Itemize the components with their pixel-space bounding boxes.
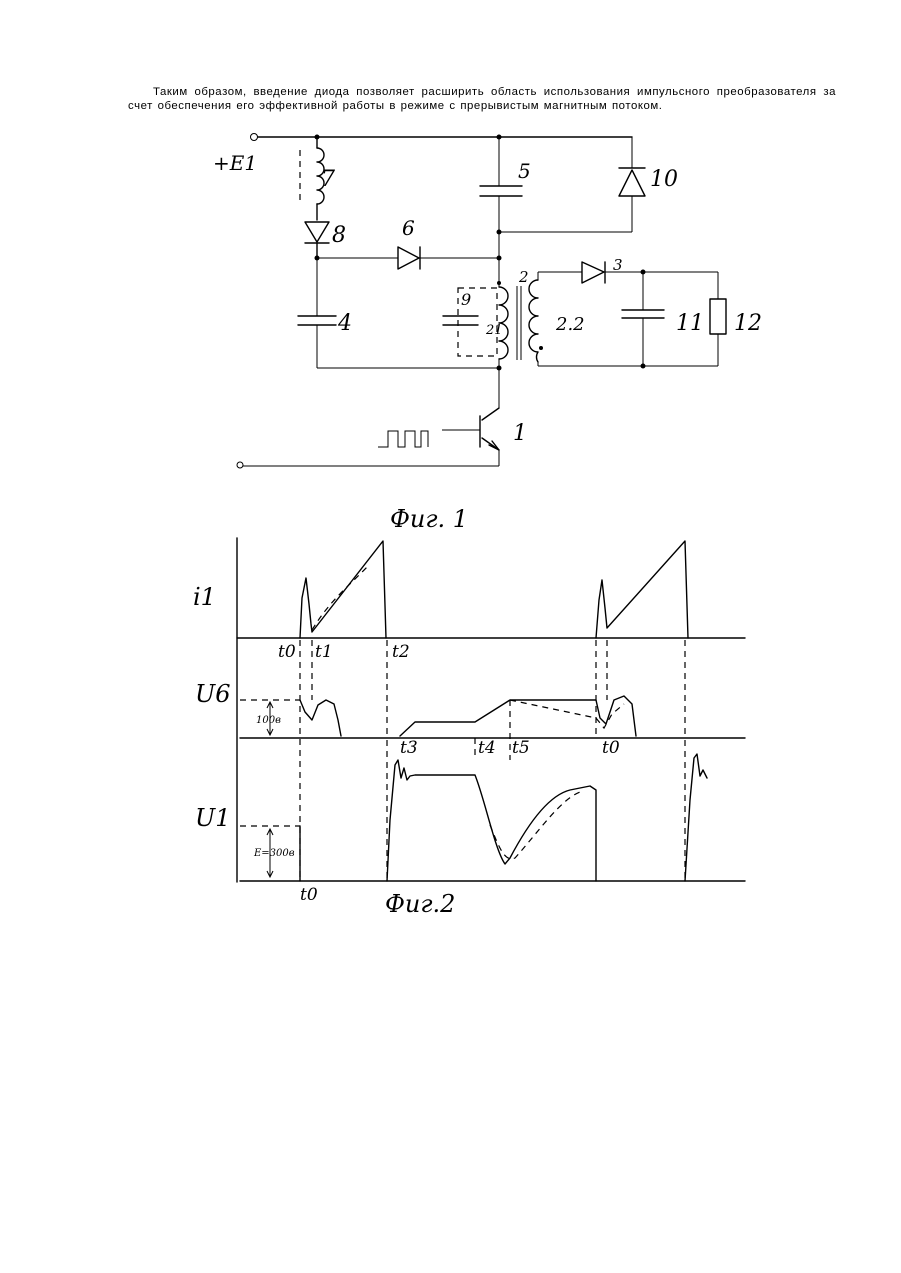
terminal-minus [237,462,243,468]
label-1: 1 [513,421,527,446]
label-12: 12 [734,311,762,336]
i1-waveform-2 [596,541,688,638]
axis-label-u6: U6 [195,680,231,708]
tick-t4: t4 [478,738,496,758]
tick-t3: t3 [400,738,418,758]
label-22: 2.2 [555,314,585,335]
u1-dashed [490,792,580,859]
label-7: 7 [321,167,335,192]
label-plus-e1: +E1 [213,151,257,175]
axis-label-i1: i1 [193,583,216,611]
label-21: 21 [485,323,503,338]
tick-t0-bottom: t0 [300,885,318,905]
caption-fig1: Фиг. 1 [390,505,468,533]
diode-3 [582,262,604,283]
label-6: 6 [402,216,415,240]
resistor-12 [710,299,726,334]
label-10: 10 [650,167,678,192]
u6-dashed [510,700,624,728]
tick-t0-top: t0 [278,642,296,662]
circuit-schematic: +E1 7 8 6 5 10 4 9 21 2 2.2 3 11 12 1 Фи… [213,134,762,534]
scale-u6: 100в [256,715,281,726]
u1-waveform-2 [387,760,596,881]
caption-fig2: Фиг.2 [385,890,455,918]
label-11: 11 [676,311,704,336]
tick-t0-mid: t0 [602,738,620,758]
label-4: 4 [337,311,352,336]
label-8: 8 [332,223,346,248]
diode-6 [398,247,419,269]
terminal-plus [251,134,258,141]
diode-10 [619,170,645,196]
pulse-train-symbol [378,431,428,447]
label-5: 5 [518,159,531,183]
scale-u1: E=300в [253,848,295,859]
u1-waveform-3 [685,754,707,881]
axis-label-u1: U1 [195,804,231,832]
u6-waveform-1 [300,700,341,736]
secondary-winding-22 [529,280,538,362]
waveform-diagram: 100в E=300в i1 U6 U1 t0 t1 t2 t3 t4 t5 t… [193,538,745,918]
i1-waveform-1 [300,541,386,638]
label-9: 9 [461,290,471,309]
tick-t1: t1 [315,642,333,662]
diode-8 [305,222,329,242]
label-2: 2 [518,268,529,286]
tick-t2: t2 [392,642,410,662]
tick-t5: t5 [512,738,530,758]
u6-waveform-2 [400,696,636,736]
label-3: 3 [613,256,623,274]
